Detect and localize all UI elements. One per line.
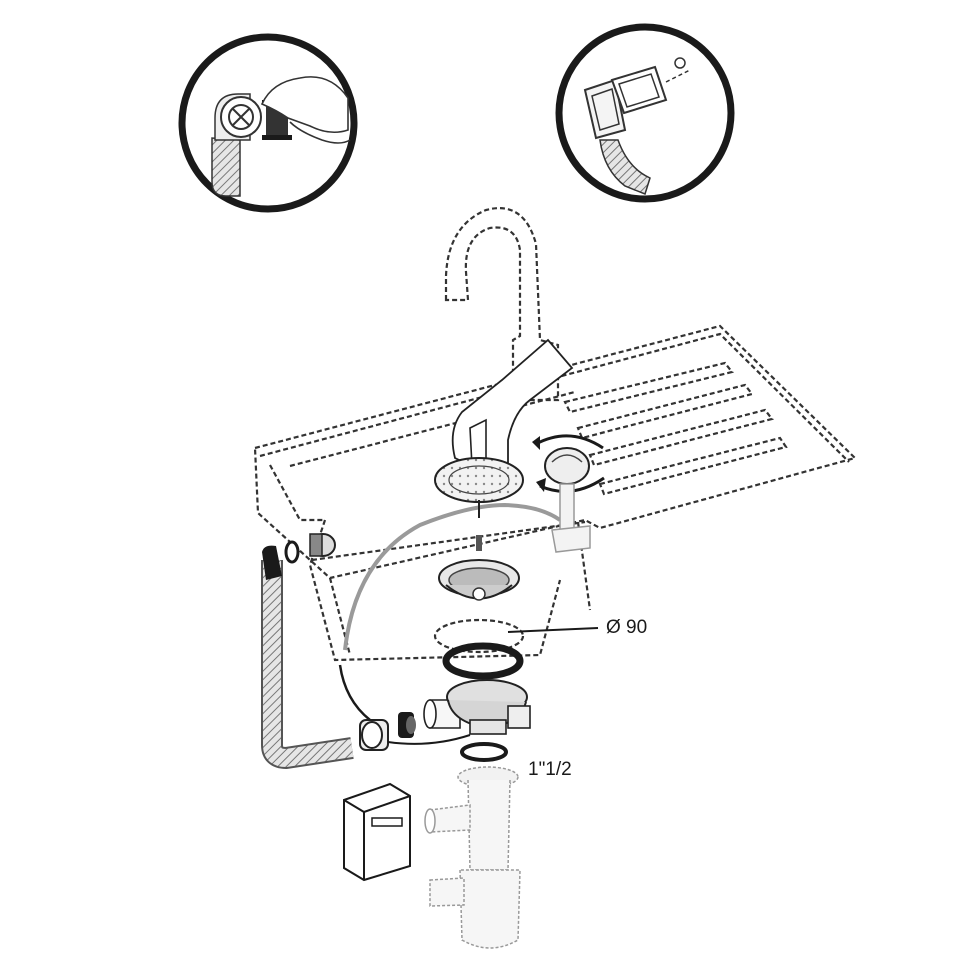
- drain-cup-stack: [433, 535, 525, 680]
- washing-machine-hose: [261, 533, 354, 770]
- diameter-label: Ø 90: [606, 617, 648, 638]
- diameter-pointer: [507, 627, 599, 633]
- overflow-knob: [532, 434, 605, 553]
- trap-washer: [460, 742, 508, 762]
- hand-with-strainer: [434, 338, 574, 518]
- detail-circle-hose-connection: [178, 33, 358, 213]
- thread-size-label: 1"1/2: [528, 759, 572, 780]
- washing-machine-icon: [343, 782, 411, 882]
- bottle-trap: [424, 766, 521, 949]
- faucet-outline: [444, 207, 560, 402]
- sink-outline: [253, 324, 858, 662]
- overflow-hose: [338, 502, 562, 721]
- drain-body: [423, 679, 531, 735]
- detail-circle-overflow-plate: [555, 23, 735, 203]
- outlet-nut-and-washer: [359, 712, 471, 751]
